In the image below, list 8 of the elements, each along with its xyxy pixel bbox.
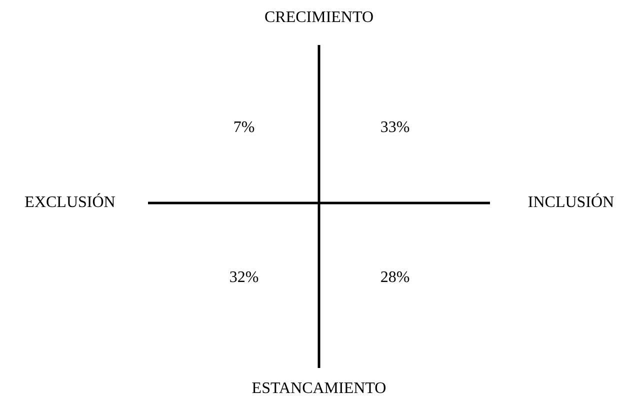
axis-label: CRECIMIENTO bbox=[264, 9, 374, 27]
quadrant-value: 33% bbox=[380, 119, 410, 137]
axis-label: EXCLUSIÓN bbox=[24, 194, 116, 212]
axis-label: INCLUSIÓN bbox=[528, 194, 614, 212]
axis-label: ESTANCAMIENTO bbox=[252, 380, 386, 398]
quadrant-value: 28% bbox=[380, 269, 410, 287]
quadrant-value: 32% bbox=[229, 269, 259, 287]
quadrant-value: 7% bbox=[233, 119, 255, 137]
